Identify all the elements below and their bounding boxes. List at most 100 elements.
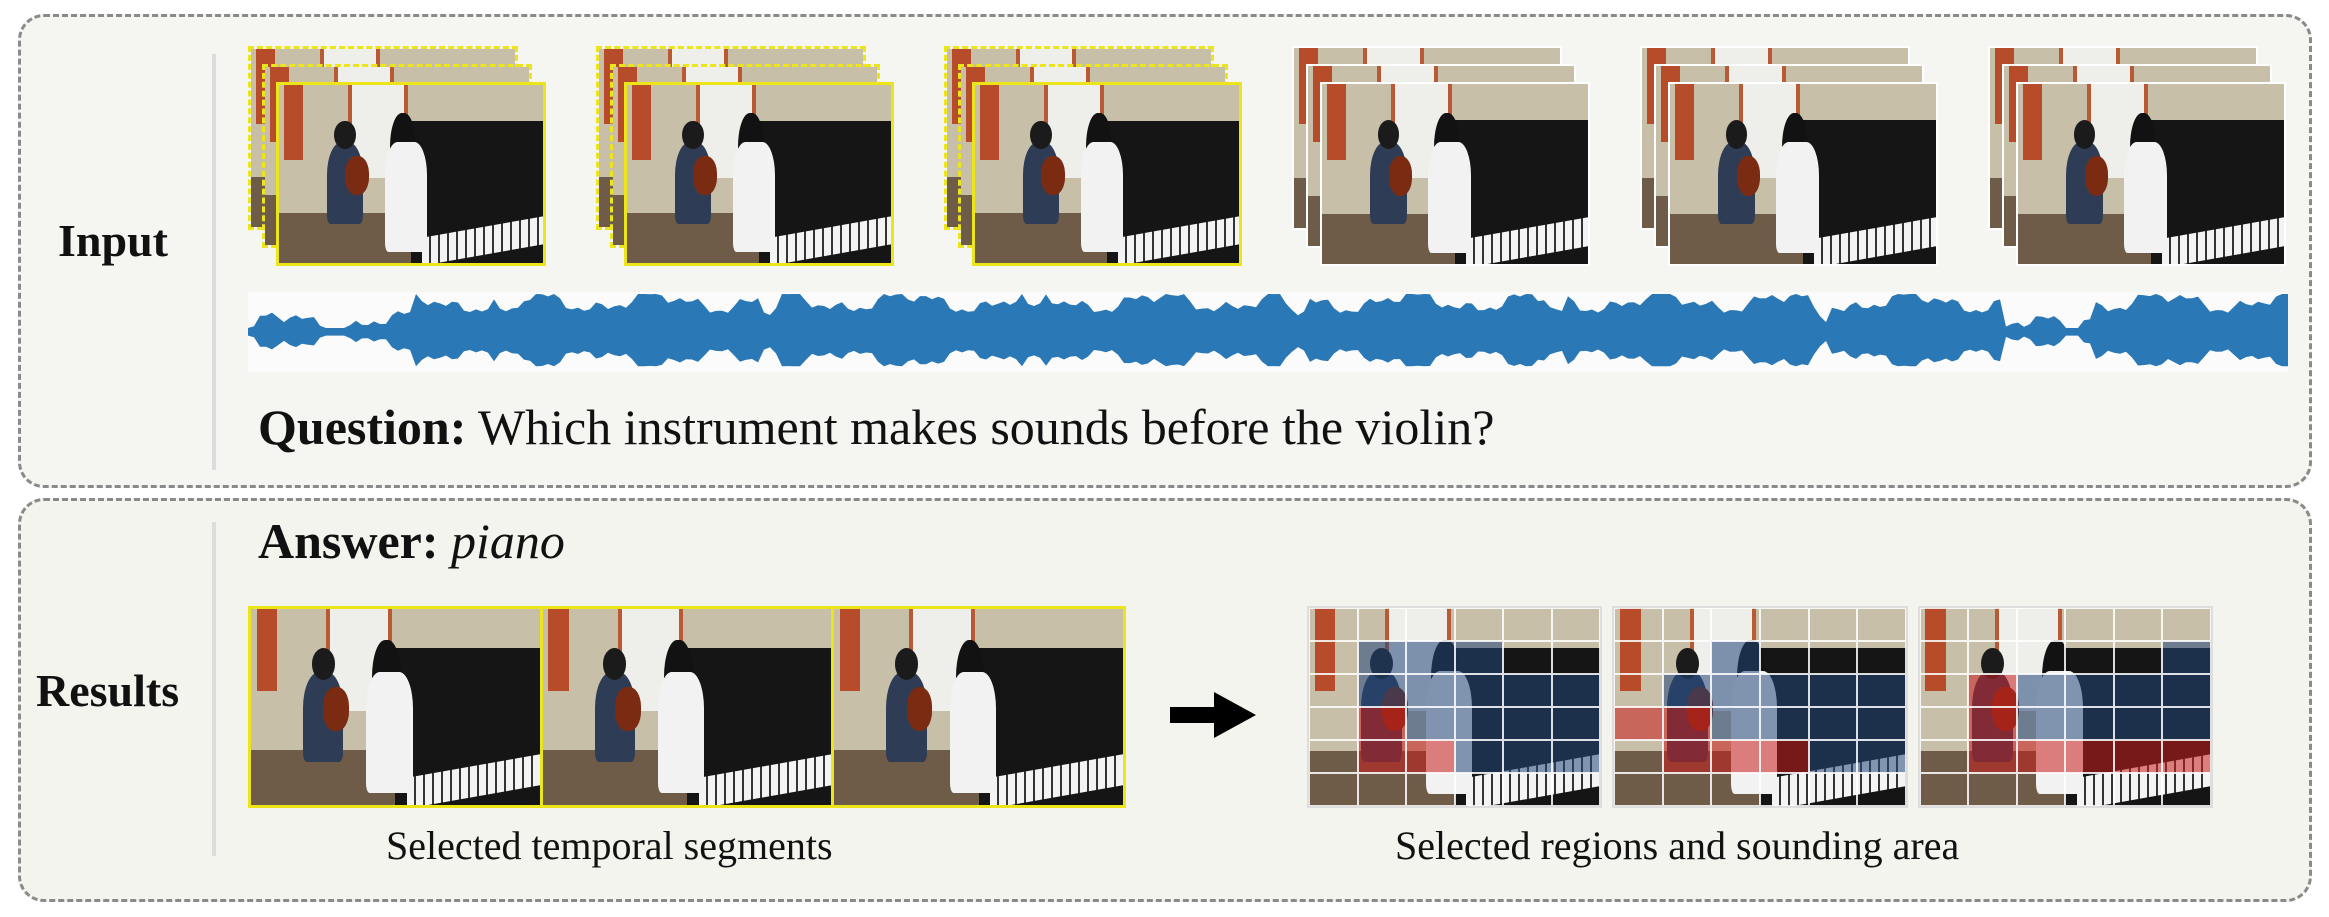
frame-stack bbox=[1640, 46, 1942, 280]
temporal-segment bbox=[831, 609, 1124, 805]
spatial-caption: Selected regions and sounding area bbox=[1395, 823, 1960, 868]
grid-cell bbox=[1968, 773, 2017, 806]
selected-cell bbox=[1662, 674, 1712, 707]
sounding-cell bbox=[1357, 740, 1407, 773]
grid-cell bbox=[1662, 773, 1712, 806]
grid-cell bbox=[1614, 608, 1663, 641]
frame-stack bbox=[596, 46, 898, 280]
grid-cell bbox=[1919, 674, 1969, 707]
grid-cell bbox=[1857, 608, 1906, 641]
video-frame bbox=[624, 82, 894, 266]
sounding-cell bbox=[1662, 740, 1712, 773]
selected-cell bbox=[1454, 740, 1504, 773]
grid-cell bbox=[1406, 608, 1455, 641]
grid-cell bbox=[1309, 641, 1358, 674]
video-frame bbox=[1668, 82, 1938, 266]
selected-temporal-segments bbox=[248, 606, 1126, 808]
grid-cell bbox=[2113, 641, 2163, 674]
grid-cell bbox=[1406, 773, 1455, 806]
question-text: Question: Which instrument makes sounds … bbox=[258, 398, 1494, 456]
selected-cell bbox=[1551, 674, 1601, 707]
grid-cell bbox=[1309, 608, 1358, 641]
temporal-segment bbox=[251, 609, 540, 805]
grid-cell bbox=[1968, 608, 2017, 641]
selected-cell bbox=[1503, 674, 1552, 707]
grid-cell bbox=[1759, 773, 1809, 806]
selected-cell bbox=[2016, 674, 2066, 707]
sounding-cell bbox=[1662, 707, 1712, 740]
grid-cell bbox=[1919, 608, 1969, 641]
grid-cell bbox=[1551, 773, 1601, 806]
answer-text: Answer: piano bbox=[258, 512, 565, 570]
region-grid-frame bbox=[1917, 606, 2213, 808]
selected-cell bbox=[1857, 674, 1906, 707]
sounding-cell bbox=[1968, 707, 2017, 740]
selected-cell bbox=[2065, 707, 2114, 740]
selected-cell bbox=[1551, 740, 1601, 773]
grid-cell bbox=[1309, 707, 1358, 740]
temporal-segment bbox=[539, 609, 832, 805]
selected-cell bbox=[1454, 674, 1504, 707]
selected-cell bbox=[1503, 707, 1552, 740]
grid-cell bbox=[1808, 773, 1858, 806]
grid-cell bbox=[2113, 608, 2163, 641]
selected-cell bbox=[1551, 707, 1601, 740]
selected-cell bbox=[1857, 707, 1906, 740]
results-label: Results bbox=[36, 665, 180, 716]
selected-cell bbox=[1808, 740, 1858, 773]
right-arrow-icon bbox=[1170, 707, 1218, 723]
selected-cell bbox=[1406, 674, 1455, 707]
grid-cell bbox=[1454, 773, 1504, 806]
grid-cell bbox=[1614, 773, 1663, 806]
selected-cell bbox=[2162, 674, 2211, 707]
grid-cell bbox=[2016, 608, 2066, 641]
selected-cell bbox=[1357, 674, 1407, 707]
grid-cell bbox=[1614, 674, 1663, 707]
right-arrow-head bbox=[1214, 692, 1256, 738]
selected-cell bbox=[2162, 707, 2211, 740]
sounding-cell bbox=[1614, 707, 1663, 740]
sounding-cell bbox=[1406, 740, 1455, 773]
frame-stack bbox=[248, 46, 550, 280]
frame-stack bbox=[944, 46, 1246, 280]
sounding-cell bbox=[1711, 740, 1760, 773]
temporal-caption: Selected temporal segments bbox=[386, 823, 833, 868]
frame-stack bbox=[1292, 46, 1594, 280]
grid-cell bbox=[1662, 608, 1712, 641]
input-label: Input bbox=[58, 215, 168, 266]
grid-cell bbox=[1357, 773, 1407, 806]
question-label: Question: bbox=[258, 399, 467, 455]
audio-waveform bbox=[248, 292, 2288, 372]
selected-cell bbox=[2065, 674, 2114, 707]
selected-cell bbox=[1759, 707, 1809, 740]
selected-cell bbox=[1711, 674, 1760, 707]
grid-cell bbox=[1759, 641, 1809, 674]
grid-cell bbox=[1309, 740, 1358, 773]
selected-cell bbox=[1406, 707, 1455, 740]
answer-label: Answer: bbox=[258, 513, 439, 569]
grid-cell bbox=[2016, 773, 2066, 806]
frame-stack bbox=[1988, 46, 2290, 280]
question-body: Which instrument makes sounds before the… bbox=[477, 399, 1495, 455]
selected-cell bbox=[2113, 674, 2163, 707]
selected-cell bbox=[1808, 674, 1858, 707]
grid-cell bbox=[1919, 740, 1969, 773]
selected-cell bbox=[1406, 641, 1455, 674]
grid-cell bbox=[2065, 641, 2114, 674]
sounding-cell bbox=[1968, 740, 2017, 773]
grid-cell bbox=[1309, 674, 1358, 707]
grid-cell bbox=[1551, 608, 1601, 641]
grid-cell bbox=[1711, 608, 1760, 641]
selected-cell bbox=[1711, 707, 1760, 740]
sounding-cell bbox=[2065, 740, 2114, 773]
grid-cell bbox=[1357, 608, 1407, 641]
grid-cell bbox=[1503, 773, 1552, 806]
selected-cell bbox=[2162, 641, 2211, 674]
selected-cell bbox=[1759, 674, 1809, 707]
grid-cell bbox=[1503, 641, 1552, 674]
selected-cell bbox=[1357, 641, 1407, 674]
grid-cell bbox=[2016, 641, 2066, 674]
grid-cell bbox=[2065, 608, 2114, 641]
grid-cell bbox=[1919, 707, 1969, 740]
grid-cell bbox=[1454, 608, 1504, 641]
